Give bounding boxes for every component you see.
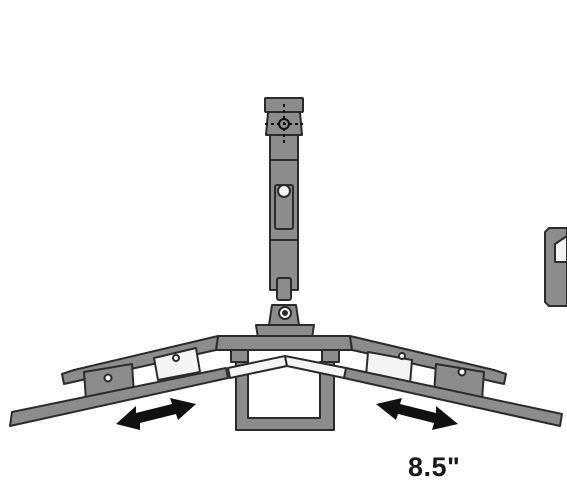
right-adjust-arrow [376, 398, 458, 430]
pivot-joint [255, 184, 315, 339]
hinged-tray [215, 335, 353, 431]
mounting-arm [264, 97, 304, 301]
dimension-label: 8.5" [408, 452, 461, 482]
left-adjust-arrow [116, 398, 196, 430]
right-wing [284, 335, 563, 427]
crosshair-mark [265, 104, 303, 146]
side-bracket [544, 227, 567, 307]
